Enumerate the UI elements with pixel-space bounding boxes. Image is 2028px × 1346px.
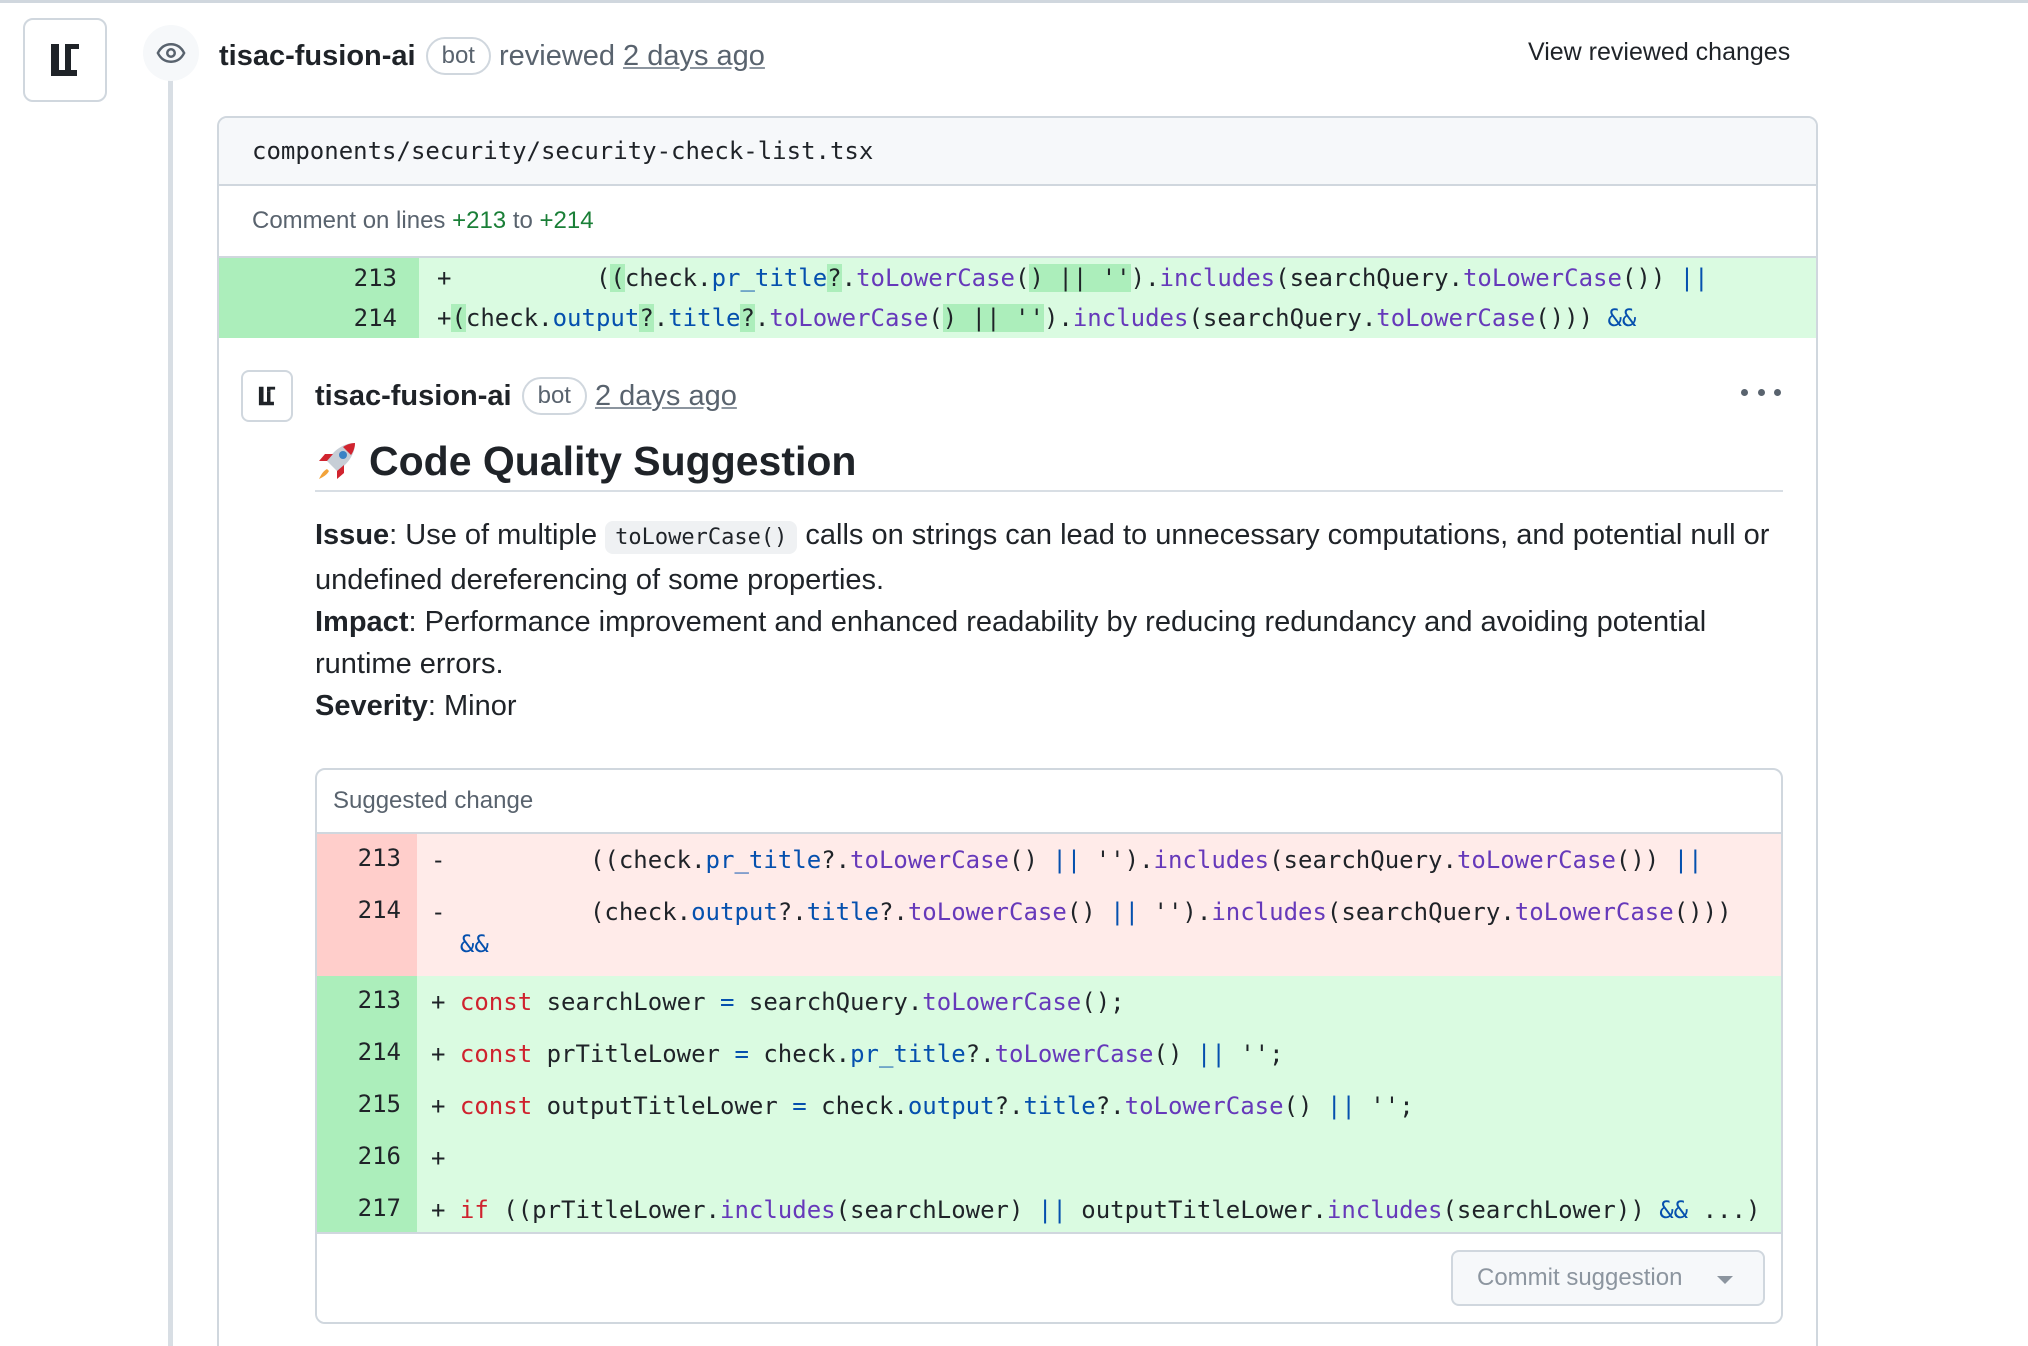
commenter-name[interactable]: tisac-fusion-ai: [315, 379, 512, 412]
comment-header: tisac-fusion-ai bot 2 days ago: [315, 374, 737, 418]
caret-down-icon[interactable]: [1717, 1276, 1733, 1284]
bot-badge: bot: [425, 37, 491, 75]
eye-icon: [143, 25, 199, 81]
code-line: + ((check.pr_title?.toLowerCase() || '')…: [419, 258, 1816, 298]
fusion-logo-icon: [258, 386, 276, 406]
bot-badge: bot: [521, 377, 587, 415]
commit-suggestion-label: Commit suggestion: [1477, 1264, 1683, 1291]
timeline-line: [168, 80, 173, 1346]
diff-line: 213 + ((check.pr_title?.toLowerCase() ||…: [219, 258, 1816, 298]
comment-timestamp[interactable]: 2 days ago: [594, 379, 737, 412]
more-options-icon[interactable]: [1741, 382, 1781, 402]
inline-code: toLowerCase(): [605, 521, 798, 554]
review-header: tisac-fusion-ai bot reviewed 2 days ago: [219, 32, 765, 80]
line-number[interactable]: 215: [317, 1080, 417, 1132]
code-line: + const prTitleLower = check.pr_title?.t…: [417, 1028, 1781, 1080]
code-line: + const searchLower = searchQuery.toLowe…: [417, 976, 1781, 1028]
review-action: reviewed: [498, 39, 616, 72]
diff-line: 214 + (check.output?.title?.toLowerCase(…: [219, 298, 1816, 338]
line-number[interactable]: 216: [317, 1132, 417, 1184]
comment-range-end: +214: [539, 207, 594, 234]
diff-sign: +: [437, 304, 452, 332]
severity-label: Severity: [315, 690, 428, 722]
fusion-logo-icon: [51, 44, 79, 76]
impact-paragraph: Impact: Performance improvement and enha…: [315, 601, 1783, 685]
diff-sign: +: [431, 1144, 446, 1172]
rocket-icon: [315, 439, 359, 483]
top-divider: [0, 0, 2028, 3]
added-line: 217 + if ((prTitleLower.includes(searchL…: [317, 1184, 1781, 1236]
diff-sign: +: [437, 264, 452, 292]
line-number[interactable]: 213: [317, 976, 417, 1028]
suggested-change: Suggested change 213 - ((check.pr_title?…: [315, 768, 1783, 1324]
deleted-line: 214 - (check.output?.title?.toLowerCase(…: [317, 886, 1781, 976]
added-line: 214 + const prTitleLower = check.pr_titl…: [317, 1028, 1781, 1080]
line-number[interactable]: 217: [317, 1184, 417, 1236]
code-line: + if ((prTitleLower.includes(searchLower…: [417, 1184, 1781, 1236]
diff-sign: -: [431, 898, 446, 926]
impact-text: : Performance improvement and enhanced r…: [315, 606, 1707, 680]
line-number[interactable]: 214: [317, 886, 417, 976]
added-line: 215 + const outputTitleLower = check.out…: [317, 1080, 1781, 1132]
reviewer-avatar[interactable]: [23, 18, 107, 102]
severity-paragraph: Severity: Minor: [315, 685, 1783, 727]
code-line: - (check.output?.title?.toLowerCase() ||…: [417, 886, 1781, 976]
added-line: 213 + const searchLower = searchQuery.to…: [317, 976, 1781, 1028]
diff-sign: +: [431, 1040, 446, 1068]
suggestion-footer: Commit suggestion: [317, 1232, 1781, 1322]
code-line: - ((check.pr_title?.toLowerCase() || '')…: [417, 834, 1781, 886]
file-path[interactable]: components/security/security-check-list.…: [219, 118, 1816, 186]
comment-body: Issue: Use of multiple toLowerCase() cal…: [315, 514, 1783, 727]
reviewer-name[interactable]: tisac-fusion-ai: [219, 39, 416, 72]
comment-title-text: Code Quality Suggestion: [369, 437, 857, 484]
diff-sign: +: [431, 988, 446, 1016]
issue-label: Issue: [315, 519, 390, 551]
view-reviewed-changes-link[interactable]: View reviewed changes: [1528, 38, 1791, 66]
comment-range-start: +213: [452, 207, 507, 234]
diff-sign: +: [431, 1092, 446, 1120]
commit-suggestion-button[interactable]: Commit suggestion: [1451, 1250, 1765, 1306]
commenter-avatar[interactable]: [241, 370, 293, 422]
severity-text: : Minor: [427, 690, 517, 722]
comment-range-to: to: [512, 207, 533, 234]
line-number[interactable]: 214: [219, 298, 419, 338]
issue-text: calls on strings can lead to unnecessary…: [315, 519, 1770, 596]
comment-title: Code Quality Suggestion: [315, 432, 1783, 492]
diff-sign: -: [431, 846, 446, 874]
issue-paragraph: Issue: Use of multiple toLowerCase() cal…: [315, 514, 1783, 601]
code-line: + (check.output?.title?.toLowerCase() ||…: [419, 298, 1816, 338]
issue-text: : Use of multiple: [389, 519, 606, 551]
diff-sign: +: [431, 1196, 446, 1224]
added-line: 216 +: [317, 1132, 1781, 1184]
suggested-change-header: Suggested change: [317, 770, 1781, 834]
comment-range-label: Comment on lines: [252, 207, 446, 234]
code-line: +: [417, 1132, 1781, 1184]
impact-label: Impact: [315, 606, 409, 638]
deleted-line: 213 - ((check.pr_title?.toLowerCase() ||…: [317, 834, 1781, 886]
line-number[interactable]: 214: [317, 1028, 417, 1080]
review-timestamp[interactable]: 2 days ago: [623, 39, 765, 72]
comment-range: Comment on lines +213 to +214: [219, 186, 1816, 258]
line-number[interactable]: 213: [219, 258, 419, 298]
line-number[interactable]: 213: [317, 834, 417, 886]
review-thread: components/security/security-check-list.…: [217, 116, 1818, 1346]
code-line: + const outputTitleLower = check.output?…: [417, 1080, 1781, 1132]
